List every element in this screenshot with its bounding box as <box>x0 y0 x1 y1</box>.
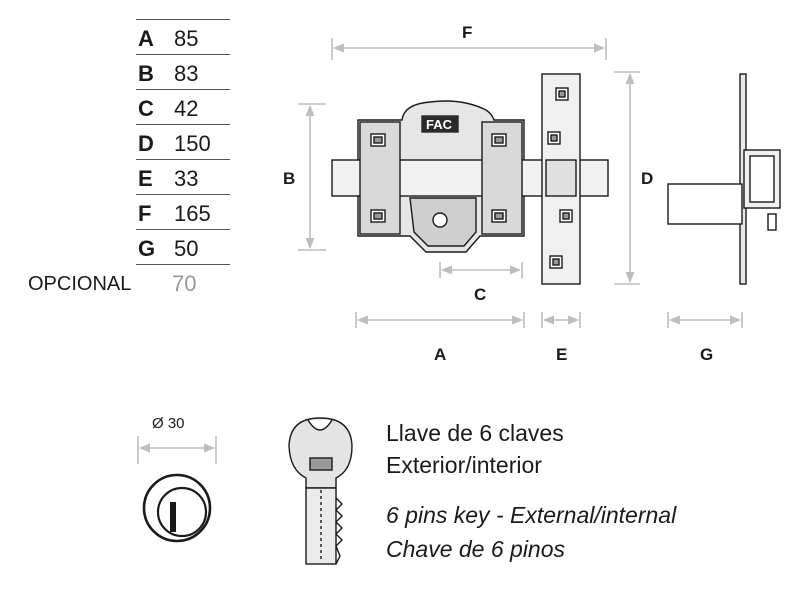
lock-side-view <box>667 73 781 285</box>
dimension-row-g: G 50 <box>136 230 230 265</box>
dimension-value: 33 <box>174 166 199 191</box>
dimension-key: F <box>138 201 152 226</box>
dimension-label-d: D <box>641 169 653 188</box>
caption-english: 6 pins key - External/internal <box>386 502 677 528</box>
dimension-label-b: B <box>283 169 295 188</box>
dimension-key: E <box>138 166 153 191</box>
dimension-label-f: F <box>462 23 472 42</box>
dimension-row-b: B 83 <box>136 55 230 90</box>
dimension-key: D <box>138 131 154 156</box>
dimension-value: 150 <box>174 131 211 156</box>
caption-portuguese: Chave de 6 pinos <box>386 536 566 562</box>
brand-logo: FAC <box>426 117 453 132</box>
dimension-key: C <box>138 96 154 121</box>
key-icon <box>288 417 353 565</box>
dimension-value: 42 <box>174 96 199 121</box>
dimension-row-e: E 33 <box>136 160 230 195</box>
dimension-value: 165 <box>174 201 211 226</box>
dimension-value: 83 <box>174 61 199 86</box>
dimension-label-e: E <box>556 345 567 364</box>
optional-value: 70 <box>172 271 197 296</box>
dimension-value: 85 <box>174 26 199 51</box>
dimension-label-g: G <box>700 345 713 364</box>
screw-icons <box>370 133 507 223</box>
strike-plate <box>541 73 581 285</box>
dimension-key: A <box>138 26 154 51</box>
dimension-key: G <box>138 236 156 261</box>
caption-spanish-line1: Llave de 6 claves <box>386 420 564 446</box>
dimension-row-d: D 150 <box>136 125 230 160</box>
dimension-label-c: C <box>474 285 486 304</box>
dimension-table-top-rule <box>136 19 230 20</box>
cylinder-diameter-label: Ø 30 <box>152 415 185 432</box>
dimension-label-a: A <box>434 345 446 364</box>
dimension-row-c: C 42 <box>136 90 230 125</box>
dimension-key: B <box>138 61 154 86</box>
dimension-row-f: F 165 <box>136 195 230 230</box>
optional-label: OPCIONAL <box>28 273 132 295</box>
dimension-value: 50 <box>174 236 199 261</box>
cylinder-icon <box>142 473 212 543</box>
dimension-row-a: A 85 <box>136 20 230 55</box>
caption-spanish-line2: Exterior/interior <box>386 452 542 478</box>
dimension-lines <box>137 38 743 464</box>
